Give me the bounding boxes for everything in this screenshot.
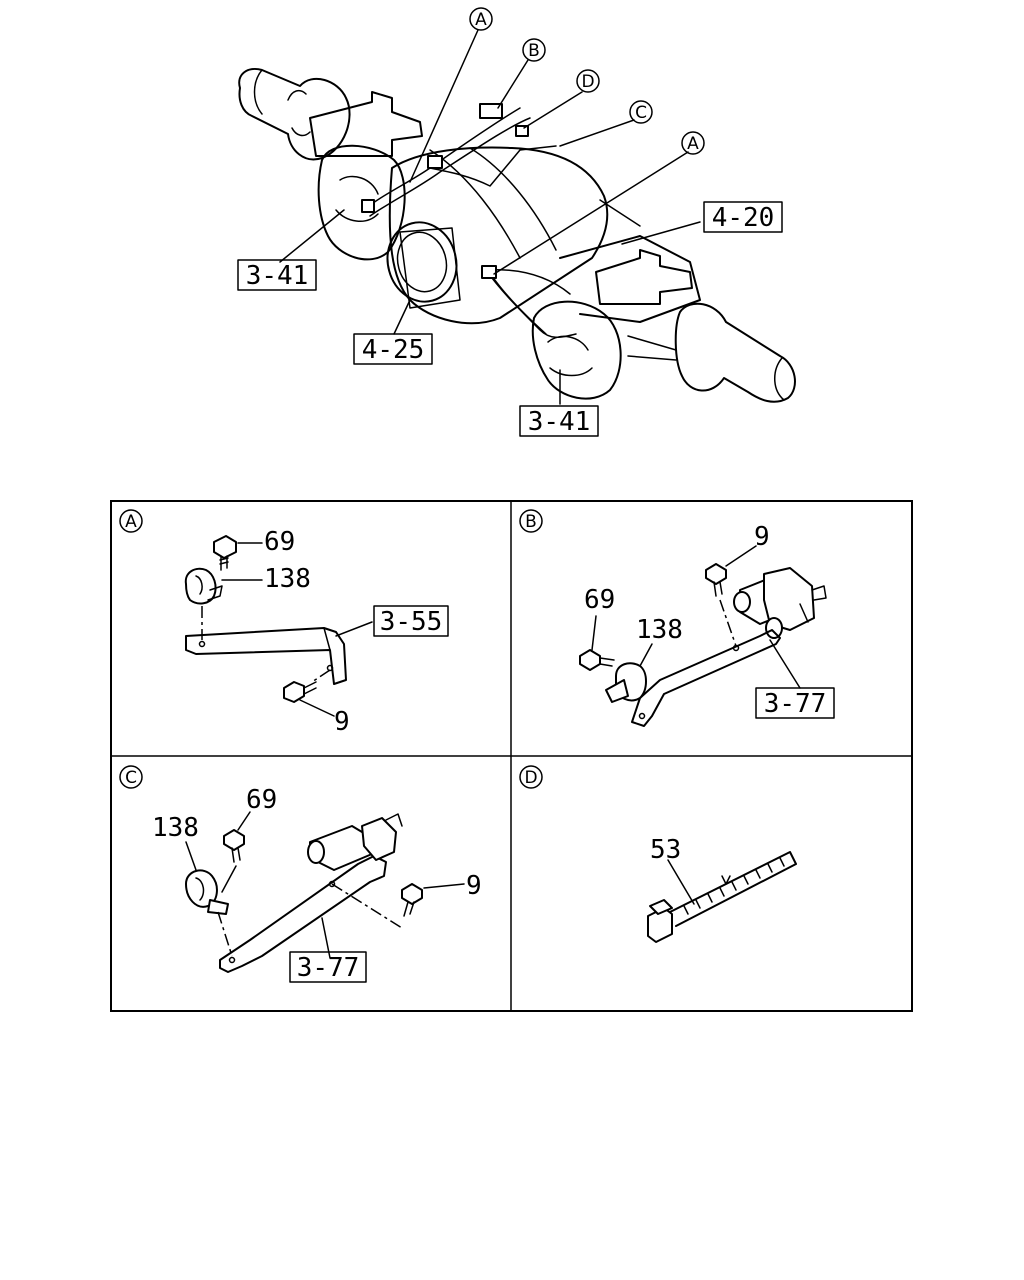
ref-box-3-77-b: 3-77 (755, 687, 835, 719)
ref-label: 4-25 (362, 335, 425, 365)
part-number: 69 (264, 527, 295, 557)
callout-a-right: A (681, 131, 705, 155)
panel-letter: A (125, 512, 137, 532)
ref-box-3-77-c: 3-77 (289, 951, 367, 983)
part-number: 138 (152, 813, 199, 843)
clip-icon (185, 869, 229, 915)
cable-tie-icon (647, 851, 797, 943)
part-number: 138 (636, 615, 683, 645)
bolt-icon (223, 829, 245, 863)
part-number: 53 (650, 835, 681, 865)
bracket-icon (219, 855, 387, 973)
callout-label: D (581, 72, 594, 92)
bolt-icon (705, 563, 727, 597)
callout-label: A (475, 10, 487, 30)
ref-box-4-20: 4-20 (703, 201, 783, 233)
panel-c: C 69 138 (119, 765, 482, 983)
bracket-icon (185, 627, 347, 685)
valve-icon (307, 813, 403, 871)
panel-b: B 9 3-77 (519, 509, 835, 727)
part-number: 9 (334, 707, 350, 737)
valve-icon (733, 567, 827, 639)
bolt-icon (283, 681, 317, 703)
ref-label: 3-55 (380, 607, 443, 637)
callout-c: C (629, 100, 653, 124)
clip-icon (184, 567, 223, 605)
callout-label: C (635, 103, 647, 123)
ref-label: 3-41 (246, 261, 309, 291)
bolt-icon (579, 649, 615, 671)
part-number: 9 (466, 871, 482, 901)
callout-d: D (576, 69, 600, 93)
ref-label: 3-77 (297, 953, 360, 983)
panel-letter: D (524, 768, 537, 788)
ref-box-3-41-bottom: 3-41 (519, 405, 599, 437)
clip-icon (605, 662, 647, 703)
callout-label: A (687, 134, 699, 154)
detail-grid (110, 500, 913, 1012)
callout-label: B (528, 41, 540, 61)
part-number: 69 (246, 785, 277, 815)
callout-a-top: A (469, 7, 493, 31)
main-leader-lines (279, 29, 701, 405)
ref-label: 3-77 (764, 689, 827, 719)
panel-d: D 53 (519, 765, 797, 943)
part-number: 138 (264, 564, 311, 594)
ref-box-4-25: 4-25 (353, 333, 433, 365)
panel-letter: B (525, 512, 537, 532)
ref-label: 4-20 (712, 203, 775, 233)
panel-a: A 69 138 3-55 (119, 509, 449, 737)
panel-letter: C (125, 768, 137, 788)
rear-axle-assembly (238, 68, 796, 403)
ref-box-3-55: 3-55 (373, 605, 449, 637)
bracket-icon (631, 629, 781, 727)
ref-label: 3-41 (528, 407, 591, 437)
bolt-icon (213, 535, 237, 571)
part-number: 69 (584, 585, 615, 615)
callout-b: B (522, 38, 546, 62)
part-number: 9 (754, 522, 770, 552)
bolt-icon (401, 883, 423, 917)
ref-box-3-41-left: 3-41 (237, 259, 317, 291)
